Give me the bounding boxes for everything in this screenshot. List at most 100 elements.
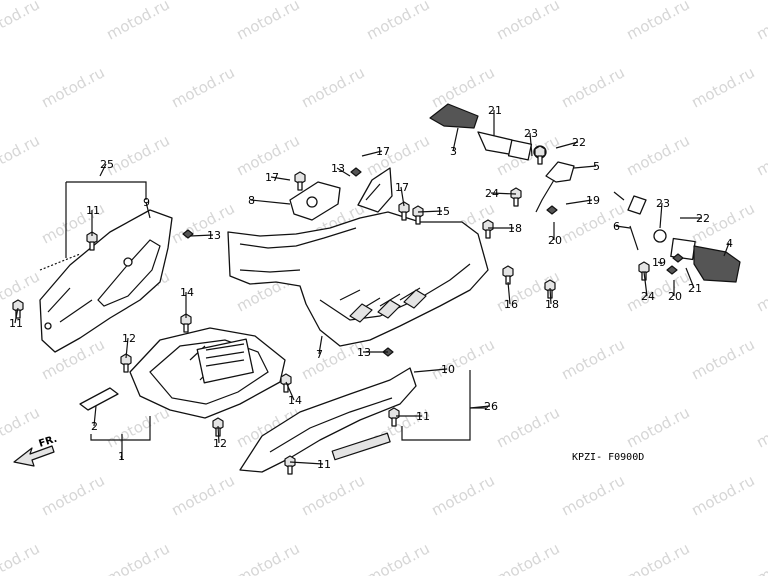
leader-line (657, 261, 663, 265)
center-cover (227, 211, 489, 347)
leader-line (549, 287, 552, 305)
clip-nut (672, 253, 684, 263)
callout-21: 21 (488, 104, 502, 117)
watermark-text: motod.ru (38, 63, 107, 111)
under-tray (129, 327, 286, 419)
callout-12: 12 (213, 437, 227, 450)
watermark-text: motod.ru (103, 0, 172, 44)
watermark-text: motod.ru (428, 335, 497, 383)
callout-23: 23 (656, 197, 670, 210)
callout-5: 5 (593, 160, 600, 173)
footpeg-bracket-lower (613, 191, 667, 251)
leader-line (573, 165, 597, 169)
bolt (294, 171, 306, 191)
callout-11: 11 (317, 458, 331, 471)
callout-13: 13 (207, 229, 221, 242)
leader-line (99, 163, 107, 177)
callout-21: 21 (688, 282, 702, 295)
callout-1: 1 (118, 450, 125, 463)
watermark-text: motod.ru (623, 539, 692, 576)
leader-line (145, 201, 151, 219)
leader-line (555, 141, 579, 149)
leader-line (565, 199, 593, 205)
clip-nut (350, 167, 362, 177)
watermark-text: motod.ru (753, 131, 768, 179)
leader-line (189, 234, 214, 237)
watermark-text: motod.ru (103, 539, 172, 576)
callout-2: 2 (91, 420, 98, 433)
watermark-text: motod.ru (753, 267, 768, 315)
callout-4: 4 (726, 237, 733, 250)
leader-line (125, 337, 129, 359)
leader-line (529, 132, 533, 157)
leader-line (452, 127, 459, 152)
leader-line (417, 210, 443, 213)
leader-line (217, 425, 220, 444)
rubber-strip (79, 387, 119, 411)
watermark-text: motod.ru (168, 199, 237, 247)
callout-17: 17 (376, 145, 390, 158)
watermark-text: motod.ru (558, 471, 627, 519)
watermark-text: motod.ru (168, 471, 237, 519)
watermark-text: motod.ru (363, 0, 432, 44)
watermark-text: motod.ru (0, 539, 43, 576)
clip-nut (546, 205, 558, 215)
callout-18: 18 (545, 298, 559, 311)
leader-line (318, 335, 323, 355)
watermark-text: motod.ru (753, 0, 768, 44)
callout-14: 14 (180, 286, 194, 299)
callout-17: 17 (265, 171, 279, 184)
callout-12: 12 (122, 332, 136, 345)
leader-line (685, 267, 695, 289)
watermark-text: motod.ru (558, 63, 627, 111)
callout-13: 13 (357, 346, 371, 359)
callout-22: 22 (696, 212, 710, 225)
front-label: FR. (38, 434, 59, 450)
bolt (398, 201, 410, 221)
watermark-text: motod.ru (428, 471, 497, 519)
leader-line (93, 405, 97, 427)
watermark-text: motod.ru (558, 335, 627, 383)
watermark-text: motod.ru (298, 63, 367, 111)
leader-line (250, 199, 291, 205)
callout-23: 23 (524, 127, 538, 140)
leader-line (723, 242, 730, 257)
callout-6: 6 (613, 220, 620, 233)
watermark-text: motod.ru (623, 0, 692, 44)
callout-10: 10 (441, 363, 455, 376)
callout-3: 3 (450, 145, 457, 158)
watermark-text: motod.ru (168, 63, 237, 111)
callout-19: 19 (586, 194, 600, 207)
leader-line (490, 192, 517, 195)
watermark-text: motod.ru (38, 471, 107, 519)
callout-16: 16 (504, 298, 518, 311)
watermark-text: motod.ru (623, 131, 692, 179)
group-brackets (65, 181, 486, 460)
bolt (482, 219, 494, 239)
leader-line (361, 150, 383, 157)
watermark-text: motod.ru (0, 403, 43, 451)
watermark-text: motod.ru (233, 0, 302, 44)
watermark-text: motod.ru (103, 131, 172, 179)
watermark-text: motod.ru (753, 403, 768, 451)
callout-13: 13 (331, 162, 345, 175)
callout-8: 8 (248, 194, 255, 207)
callout-11: 11 (416, 410, 430, 423)
leader-line (336, 167, 351, 177)
leader-line (400, 186, 405, 207)
bolt (284, 455, 296, 475)
leader-lines (14, 110, 730, 465)
watermark-text: motod.ru (623, 267, 692, 315)
callout-20: 20 (548, 234, 562, 247)
bolt (638, 261, 650, 281)
watermark-text: motod.ru (493, 0, 562, 44)
watermark-text: motod.ru (298, 471, 367, 519)
inspection-lid (289, 181, 341, 221)
watermark-text: motod.ru (233, 539, 302, 576)
callout-24: 24 (485, 187, 499, 200)
leader-line (285, 381, 295, 401)
bolt (280, 373, 292, 393)
bolt (510, 187, 522, 207)
leader-line (120, 455, 123, 461)
